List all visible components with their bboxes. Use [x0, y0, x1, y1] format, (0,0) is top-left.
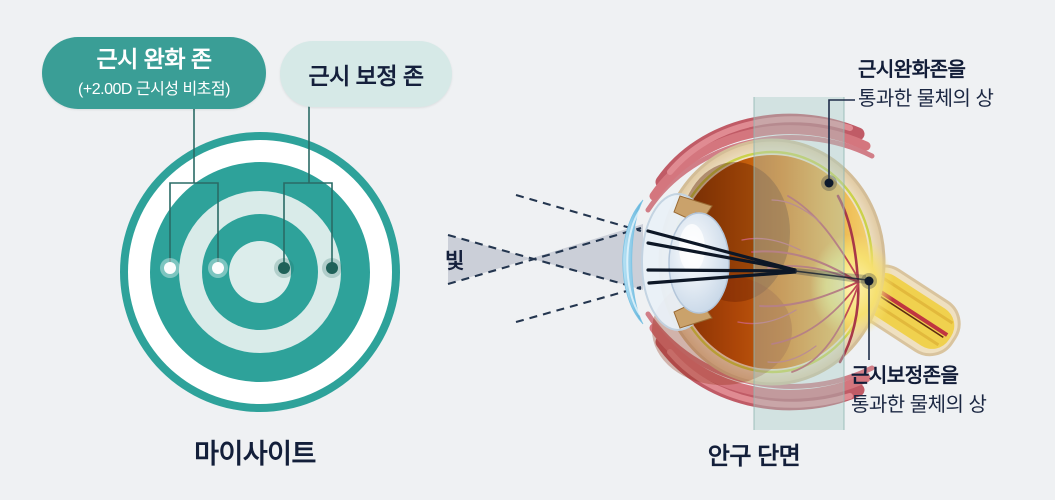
correction-image-label: 근시보정존을 통과한 물체의 상: [851, 362, 987, 420]
correction-image-label-line1: 근시보정존을: [851, 365, 959, 387]
correction-image-connector: [861, 273, 877, 360]
focused-light-rays: [646, 229, 797, 285]
contact-lens-highlight: [626, 209, 641, 316]
correction-zone-dots: [274, 258, 342, 278]
relief-zone-badge: 근시 완화 존 (+2.00D 근시성 비초점): [42, 37, 266, 109]
relief-image-label-line1: 근시완화존을: [858, 59, 966, 81]
misight-contact-lens: [622, 199, 644, 325]
relief-image-dot: [824, 178, 834, 188]
anterior-segment: [622, 193, 730, 331]
relief-dot-inner: [212, 262, 224, 274]
light-label: 빛: [445, 250, 465, 273]
correction-zone-badge-title: 근시 보정 존: [308, 63, 424, 89]
relief-image-label-line2: 통과한 물체의 상: [858, 88, 994, 110]
relief-zone-badge-title: 근시 완화 존: [96, 45, 212, 72]
correction-dot-inner: [278, 262, 290, 274]
correction-dot-outer: [326, 262, 338, 274]
correction-zone-center: [229, 241, 291, 303]
lens-diagram-caption: 마이사이트: [194, 439, 316, 469]
incoming-light-rays: [447, 193, 642, 324]
lens-zones-diagram: [120, 106, 400, 412]
relief-image-connector: [821, 99, 855, 191]
post-focal-ray: [794, 270, 868, 281]
relief-zone-connector: [169, 108, 219, 268]
optic-disc-glow: [810, 234, 894, 338]
relief-zone-badge-subtitle: (+2.00D 근시성 비초점): [78, 81, 230, 99]
correction-image-dot: [864, 276, 874, 286]
eye-cross-section: [447, 97, 961, 430]
light-cone: [448, 224, 643, 290]
correction-zone-connector: [283, 106, 333, 268]
correction-zone-badge: 근시 보정 존: [280, 41, 452, 107]
lens-highlight: [679, 224, 705, 272]
relief-dot-outer: [164, 262, 176, 274]
eye-diagram-caption: 안구 단면: [707, 443, 801, 470]
relief-zone-dots: [160, 258, 228, 278]
correction-image-label-line2: 통과한 물체의 상: [851, 394, 987, 416]
relief-image-label: 근시완화존을 통과한 물체의 상: [858, 56, 994, 114]
